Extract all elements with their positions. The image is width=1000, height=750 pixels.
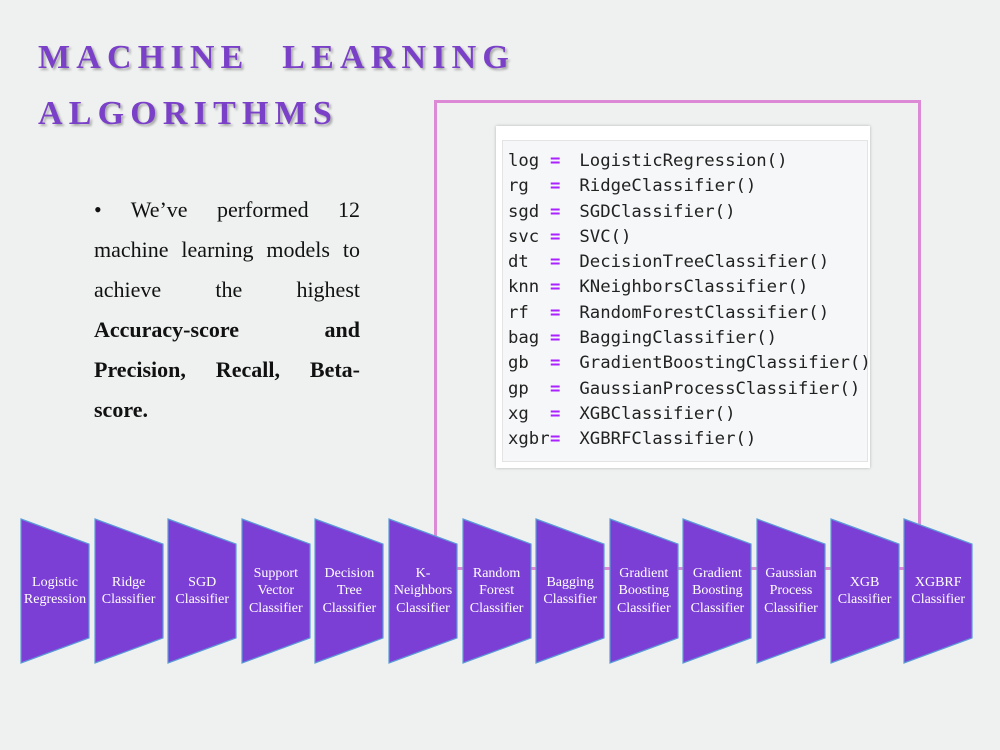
code-variable: xg bbox=[508, 403, 529, 424]
code-operator: = bbox=[550, 252, 561, 273]
code-variable: gp bbox=[508, 378, 529, 399]
model-step: XGBRF Classifier bbox=[903, 518, 973, 664]
code-line: sgd = SGDClassifier() bbox=[508, 200, 871, 225]
code-operator: = bbox=[550, 201, 561, 222]
chevron-shape bbox=[609, 518, 679, 664]
code-line: dt = DecisionTreeClassifier() bbox=[508, 250, 871, 275]
model-step-label: Decision Tree Classifier bbox=[322, 565, 377, 616]
model-step: Logistic Regression bbox=[20, 518, 90, 664]
code-line: gb = GradientBoostingClassifier() bbox=[508, 351, 871, 376]
code-variable: dt bbox=[508, 252, 529, 273]
slide-title-line-1: MACHINE LEARNING bbox=[38, 39, 516, 76]
code-screenshot: log = LogisticRegression() rg = RidgeClassi… bbox=[496, 126, 871, 468]
code-line: gp = GaussianProcessClassifier() bbox=[508, 377, 871, 402]
model-step: Gaussian Process Classifier bbox=[756, 518, 826, 664]
code-operator: = bbox=[550, 403, 561, 424]
code-variable: sgd bbox=[508, 201, 540, 222]
bullet-text-regular: • We’ve performed 12 machine learning mo… bbox=[94, 197, 360, 302]
code-operator: = bbox=[550, 226, 561, 247]
model-step-label: Support Vector Classifier bbox=[248, 565, 303, 616]
code-call: SVC() bbox=[569, 226, 632, 247]
model-step: Bagging Classifier bbox=[535, 518, 605, 664]
code-variable: rf bbox=[508, 302, 529, 323]
code-call: GaussianProcessClassifier() bbox=[569, 378, 861, 399]
model-step-label: Bagging Classifier bbox=[543, 574, 598, 608]
code-line: log = LogisticRegression() bbox=[508, 149, 871, 174]
code-variable: knn bbox=[508, 277, 540, 298]
model-step-label: Gradient Boosting Classifier bbox=[690, 565, 745, 616]
model-step: Random Forest Classifier bbox=[461, 518, 532, 664]
model-step-label: XGBRF Classifier bbox=[911, 574, 966, 608]
code-line: knn = KNeighborsClassifier() bbox=[508, 275, 871, 300]
code-variable: rg bbox=[508, 176, 529, 197]
code-call: LogisticRegression() bbox=[569, 151, 788, 171]
model-step-label: Random Forest Classifier bbox=[469, 565, 524, 616]
model-step: SGD Classifier bbox=[167, 518, 237, 664]
chevron-shape bbox=[388, 518, 458, 664]
code-line: xg = XGBClassifier() bbox=[508, 402, 871, 427]
model-step-label: K- Neighbors Classifier bbox=[393, 565, 453, 616]
code-call: XGBClassifier() bbox=[569, 403, 736, 424]
code-call: RidgeClassifier() bbox=[569, 176, 757, 197]
bullet-text-bold: Accuracy-score and Precision, Recall, Be… bbox=[94, 317, 360, 422]
chevron-shape bbox=[829, 518, 900, 664]
model-step-label: SGD Classifier bbox=[175, 574, 230, 608]
code-line: bag = BaggingClassifier() bbox=[508, 326, 871, 351]
chevron-shape bbox=[241, 518, 311, 664]
model-step-label: Logistic Regression bbox=[23, 574, 87, 608]
code-cell: log = LogisticRegression() rg = RidgeClassi… bbox=[502, 140, 871, 462]
bullet-text: • We’ve performed 12 machine learning mo… bbox=[94, 190, 360, 430]
code-call: DecisionTreeClassifier() bbox=[569, 252, 830, 273]
chevron-shape bbox=[20, 518, 90, 664]
chevron-shape bbox=[535, 518, 605, 664]
model-step: K- Neighbors Classifier bbox=[388, 518, 458, 664]
model-step: Gradient Boosting Classifier bbox=[682, 518, 752, 664]
model-step-label: Ridge Classifier bbox=[101, 574, 156, 608]
code-variable: gb bbox=[508, 353, 529, 374]
code-line: rg = RidgeClassifier() bbox=[508, 174, 871, 199]
code-line: svc = SVC() bbox=[508, 225, 871, 250]
code-variable: log bbox=[508, 151, 540, 171]
code-call: BaggingClassifier() bbox=[569, 328, 778, 349]
model-step-label: Gradient Boosting Classifier bbox=[616, 565, 671, 616]
model-step: XGB Classifier bbox=[829, 518, 900, 664]
code-operator: = bbox=[550, 353, 561, 374]
model-step: Decision Tree Classifier bbox=[314, 518, 384, 664]
code-operator: = bbox=[550, 277, 561, 298]
code-variable: xgbr bbox=[508, 429, 550, 450]
code-call: KNeighborsClassifier() bbox=[569, 277, 809, 298]
code-operator: = bbox=[550, 328, 561, 349]
code-call: RandomForestClassifier() bbox=[569, 302, 830, 323]
code-call: XGBRFClassifier() bbox=[569, 429, 757, 450]
code-lines: log = LogisticRegression() rg = RidgeClassi… bbox=[508, 149, 871, 453]
code-variable: svc bbox=[508, 226, 540, 247]
chevron-shape bbox=[756, 518, 826, 664]
model-step: Gradient Boosting Classifier bbox=[609, 518, 679, 664]
slide-title-line-2: ALGORITHMS bbox=[38, 95, 339, 132]
code-call: SGDClassifier() bbox=[569, 201, 736, 222]
code-call: GradientBoostingClassifier() bbox=[569, 353, 871, 374]
code-operator: = bbox=[550, 176, 561, 197]
chevron-shape bbox=[167, 518, 237, 664]
model-step-label: Gaussian Process Classifier bbox=[764, 565, 818, 616]
model-step-label: XGB Classifier bbox=[837, 574, 892, 608]
code-operator: = bbox=[550, 378, 561, 399]
chevron-shape bbox=[93, 518, 164, 664]
code-variable: bag bbox=[508, 328, 540, 349]
code-line: xgbr= XGBRFClassifier() bbox=[508, 427, 871, 452]
chevron-shape bbox=[682, 518, 752, 664]
chevron-shape bbox=[461, 518, 532, 664]
slide-title: MACHINE LEARNING ALGORITHMS bbox=[38, 30, 516, 142]
model-step: Support Vector Classifier bbox=[241, 518, 311, 664]
model-step: Ridge Classifier bbox=[93, 518, 164, 664]
code-operator: = bbox=[550, 302, 561, 323]
code-line: rf = RandomForestClassifier() bbox=[508, 301, 871, 326]
chevron-shape bbox=[314, 518, 384, 664]
chevron-shape bbox=[903, 518, 973, 664]
code-operator: = bbox=[550, 151, 561, 171]
code-operator: = bbox=[550, 429, 561, 450]
